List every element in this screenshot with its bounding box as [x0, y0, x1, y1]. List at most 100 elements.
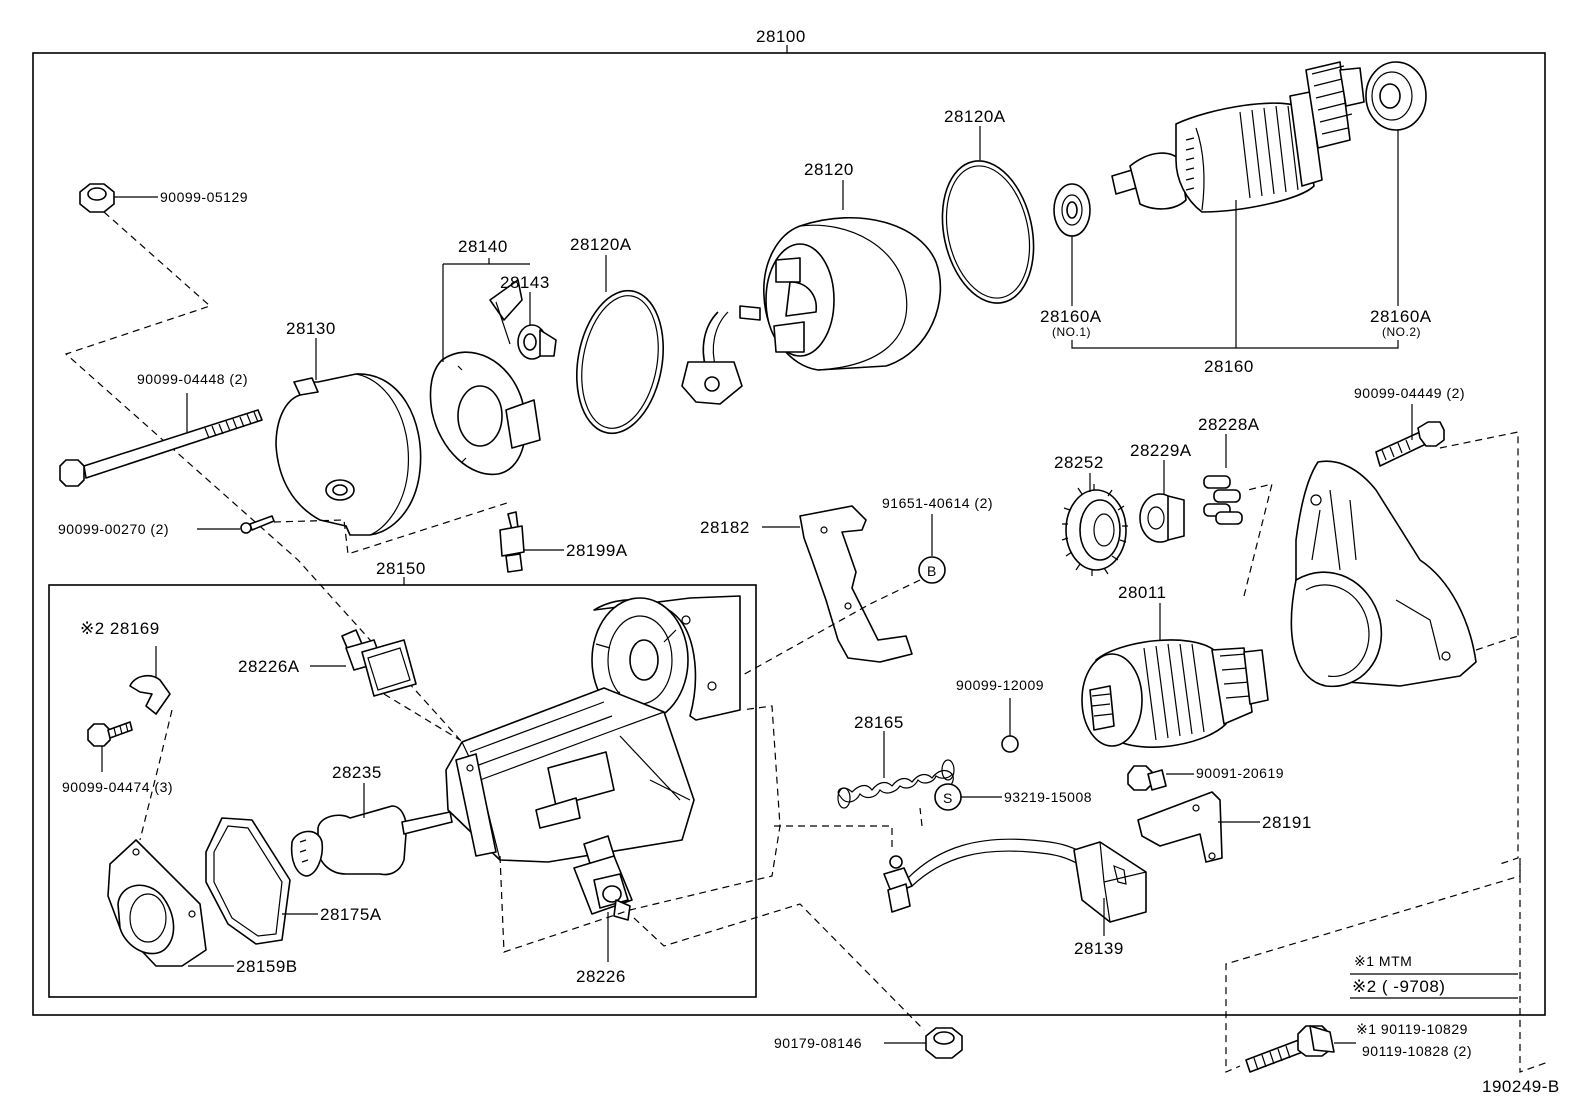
label-00270: 90099-00270 (2)	[58, 521, 169, 537]
label-28226: 28226	[576, 967, 626, 986]
label-28130: 28130	[286, 319, 336, 338]
housing-28150	[445, 595, 741, 863]
label-28226A: 28226A	[238, 657, 300, 676]
armature-28160	[1111, 61, 1365, 348]
nut-05129	[79, 183, 158, 213]
circle-b-label: B	[927, 563, 937, 579]
label-28160A-1: 28160A	[1040, 307, 1102, 326]
gear-28252	[1061, 473, 1128, 576]
label-10829: ※1 90119-10829	[1356, 1021, 1468, 1037]
label-28199A: 28199A	[566, 541, 628, 560]
drive-housing	[1290, 460, 1477, 688]
terminal-28199A	[499, 511, 564, 573]
note-2: ※2 ( -9708)	[1352, 977, 1445, 996]
o-ring-28120A-right	[941, 160, 1035, 304]
label-28169: ※2 28169	[80, 619, 160, 638]
label-28252: 28252	[1054, 453, 1104, 472]
o-ring-28120A-left	[575, 289, 665, 435]
nut-08146	[884, 1027, 963, 1059]
diagram-id: 190249-B	[1482, 1077, 1560, 1096]
dash-28130	[273, 501, 511, 555]
o-ring-28120A-right-inner	[945, 165, 1031, 299]
lever-28182	[762, 505, 913, 663]
bolt-04449	[1375, 404, 1445, 467]
label-28228A: 28228A	[1198, 415, 1260, 434]
label-12009: 90099-12009	[956, 677, 1044, 693]
spring-28165	[837, 731, 955, 809]
cover-28159B	[107, 839, 234, 967]
label-28160: 28160	[1204, 357, 1254, 376]
label-91651: 91651-40614 (2)	[882, 495, 993, 511]
bearing-28160A-no1	[1053, 183, 1091, 306]
label-no2: (NO.2)	[1382, 325, 1421, 339]
label-28143: 28143	[500, 273, 550, 292]
through-bolt-04448	[59, 393, 263, 487]
label-10828: 90119-10828 (2)	[1362, 1043, 1472, 1059]
label-04474: 90099-04474 (3)	[62, 779, 173, 795]
dash-28169	[139, 709, 173, 841]
end-frame-28130	[275, 338, 422, 536]
dash-rollers	[1243, 483, 1273, 597]
label-28120A-left: 28120A	[570, 235, 632, 254]
label-28100: 28100	[756, 27, 806, 46]
label-28139: 28139	[1074, 939, 1124, 958]
retainer-28229A	[1139, 460, 1185, 543]
label-20619: 90091-20619	[1196, 765, 1284, 781]
label-05129: 90099-05129	[160, 189, 248, 205]
label-28159B: 28159B	[236, 957, 298, 976]
dash-28226	[499, 705, 781, 953]
bracket-28191	[1137, 791, 1260, 863]
subassembly-frame-28150	[48, 584, 757, 998]
rollers-28228A	[1203, 434, 1243, 525]
clutch-28011	[1081, 603, 1269, 748]
label-28191: 28191	[1262, 813, 1312, 832]
note-1: ※1 MTM	[1354, 953, 1412, 969]
dash-right-down	[1519, 864, 1549, 1073]
screw-04474	[87, 721, 133, 772]
plunger-28235	[290, 783, 453, 877]
label-28150: 28150	[376, 559, 426, 578]
label-28120: 28120	[804, 160, 854, 179]
brush-holder-28140	[429, 258, 541, 476]
bolt-10829	[1245, 1025, 1356, 1073]
label-28140: 28140	[458, 237, 508, 256]
dash-housing	[1439, 431, 1519, 865]
dash-28226-b	[633, 903, 925, 1031]
o-ring-28120A-left-inner	[581, 295, 659, 429]
bolt-20619	[1127, 765, 1194, 791]
terminal-28226	[573, 835, 633, 962]
screw-00270	[197, 515, 275, 534]
dash-spring	[774, 807, 923, 852]
dash-05129	[64, 211, 463, 743]
dash-28226A	[383, 693, 461, 741]
label-28011: 28011	[1118, 583, 1167, 602]
label-28175A: 28175A	[320, 905, 382, 924]
label-28235: 28235	[332, 763, 382, 782]
terminal-28226A	[310, 629, 417, 697]
label-28165: 28165	[854, 713, 904, 732]
label-28182: 28182	[700, 518, 750, 537]
lead-wire-28139	[883, 838, 1147, 936]
clip-28169	[129, 646, 171, 715]
assembly-frame	[32, 52, 1546, 1016]
label-04448: 90099-04448 (2)	[137, 371, 248, 387]
spring-28143	[517, 292, 557, 360]
label-28160A-2: 28160A	[1370, 307, 1432, 326]
label-28229A: 28229A	[1130, 441, 1192, 460]
yoke-28120	[681, 180, 942, 405]
circle-b	[918, 556, 946, 584]
ball-12009	[1001, 735, 1019, 753]
label-08146: 90179-08146	[774, 1035, 862, 1051]
dash-housing-2	[1475, 635, 1519, 651]
gasket-28175A	[205, 817, 318, 945]
label-04449: 90099-04449 (2)	[1354, 385, 1465, 401]
circle-s-label: S	[943, 790, 953, 806]
bearing-28160A-no2	[1365, 61, 1427, 306]
bracket-28160	[1071, 340, 1399, 349]
dash-lever	[715, 579, 921, 691]
label-93219: 93219-15008	[1004, 789, 1092, 805]
label-no1: (NO.1)	[1052, 325, 1091, 339]
label-28120A-right: 28120A	[944, 107, 1006, 126]
